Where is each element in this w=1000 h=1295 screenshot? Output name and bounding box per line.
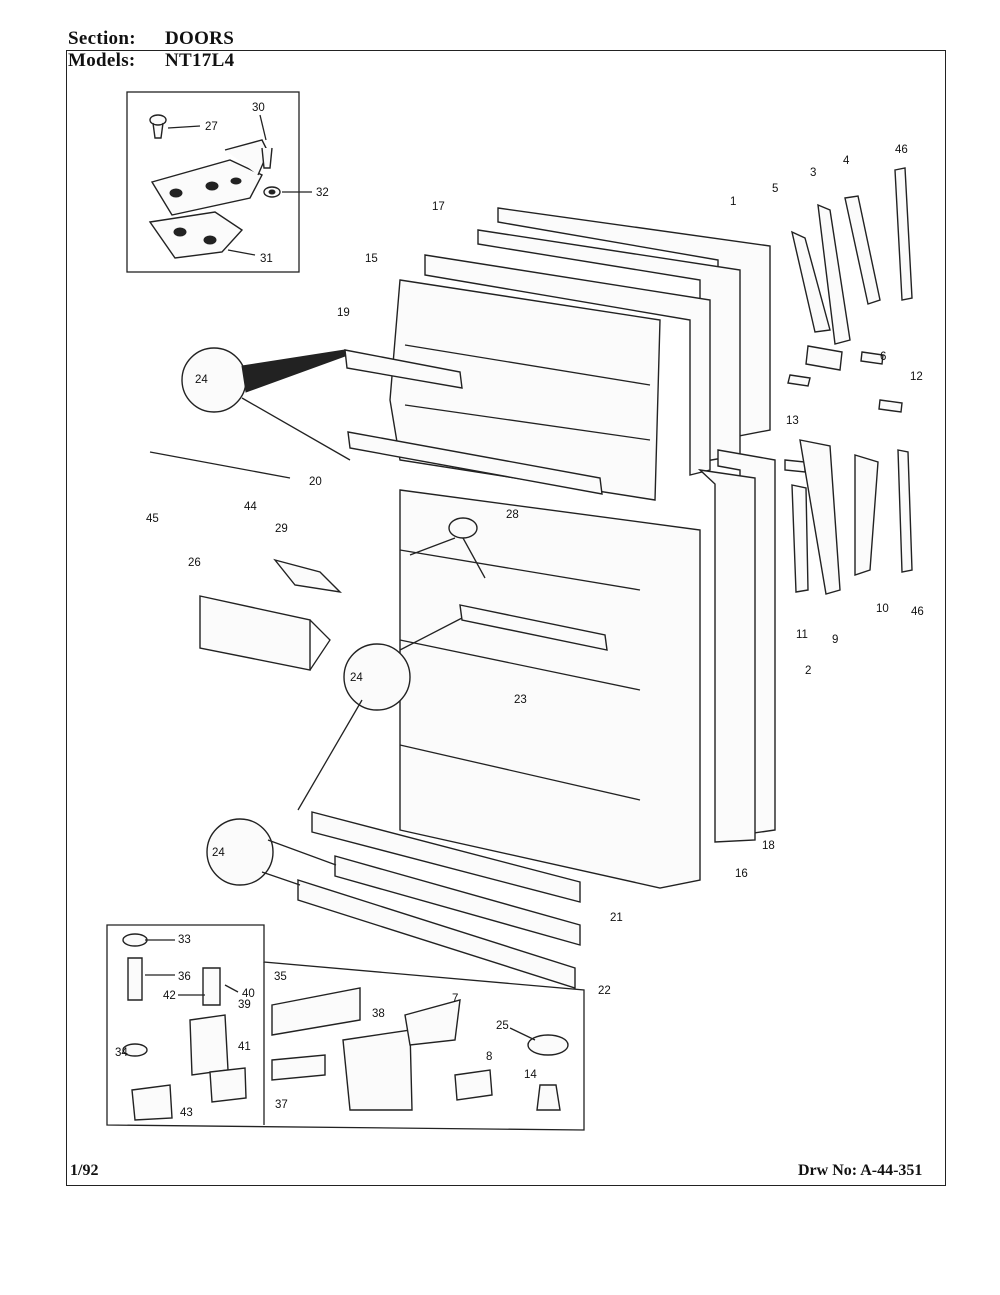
right-side-parts xyxy=(784,167,913,595)
svg-text:27: 27 xyxy=(205,121,218,133)
svg-text:30: 30 xyxy=(252,102,265,114)
callout-11: 11 xyxy=(796,629,808,641)
svg-text:32: 32 xyxy=(316,187,329,199)
drawing-date: 1/92 xyxy=(70,1162,99,1179)
callout-34: 34 xyxy=(115,1047,128,1059)
models-value: NT17L4 xyxy=(165,50,235,71)
callout-24b: 24 xyxy=(350,672,363,684)
callout-19: 19 xyxy=(337,307,350,319)
callout-36: 36 xyxy=(178,971,191,983)
models-label: Models: xyxy=(68,50,136,71)
callout-38: 38 xyxy=(372,1008,385,1020)
fresh-food-door xyxy=(399,449,776,889)
callout-46b: 46 xyxy=(911,606,924,618)
callout-24c: 24 xyxy=(212,847,225,859)
callout-24a: 24 xyxy=(195,374,208,386)
section-label: Section: xyxy=(68,28,136,49)
callout-18: 18 xyxy=(762,840,775,852)
callout-12: 12 xyxy=(910,371,923,383)
callout-42: 42 xyxy=(163,990,176,1002)
section-value: DOORS xyxy=(165,28,235,49)
callout-10: 10 xyxy=(876,603,889,615)
callout-29: 29 xyxy=(275,523,288,535)
callout-35: 35 xyxy=(274,971,287,983)
callout-22: 22 xyxy=(598,985,611,997)
callout-9: 9 xyxy=(832,634,838,646)
callout-26: 26 xyxy=(188,557,201,569)
callout-15: 15 xyxy=(365,253,378,265)
callout-40: 40 xyxy=(242,988,255,1000)
callout-3: 3 xyxy=(810,167,816,179)
inset-bottom-left xyxy=(106,924,585,1131)
drawing-number: Drw No: A-44-351 xyxy=(798,1162,923,1179)
callout-43: 43 xyxy=(180,1107,193,1119)
callout-33: 33 xyxy=(178,934,191,946)
callout-5: 5 xyxy=(772,183,778,195)
callout-44: 44 xyxy=(244,501,257,513)
callout-4: 4 xyxy=(843,155,850,167)
callout-41: 41 xyxy=(238,1041,251,1053)
callout-23: 23 xyxy=(514,694,527,706)
callout-8: 8 xyxy=(486,1051,492,1063)
callout-21: 21 xyxy=(610,912,623,924)
callout-45: 45 xyxy=(146,513,159,525)
diagram-frame xyxy=(66,50,946,1186)
callout-6: 6 xyxy=(880,351,886,363)
callout-17: 17 xyxy=(432,201,445,213)
callout-14: 14 xyxy=(524,1069,537,1081)
callout-1: 1 xyxy=(730,196,736,208)
svg-text:31: 31 xyxy=(260,253,273,265)
bottom-shelf-bars xyxy=(297,811,581,989)
callout-2: 2 xyxy=(805,665,811,677)
callout-circles xyxy=(181,347,463,886)
callout-46a: 46 xyxy=(895,144,908,156)
callout-39: 39 xyxy=(238,999,251,1011)
freezer-door xyxy=(344,207,771,501)
callout-13: 13 xyxy=(786,415,799,427)
callout-37: 37 xyxy=(275,1099,288,1111)
callout-25: 25 xyxy=(496,1020,509,1032)
callout-28: 28 xyxy=(506,509,519,521)
callout-labels: 1 2 3 4 5 6 7 8 9 10 11 12 13 14 15 16 1… xyxy=(115,144,924,1119)
callout-16: 16 xyxy=(735,868,748,880)
callout-7: 7 xyxy=(452,993,458,1005)
inset-top-hinge: 27 30 32 31 xyxy=(126,91,329,273)
callout-20: 20 xyxy=(309,476,322,488)
left-side-parts xyxy=(149,451,486,671)
